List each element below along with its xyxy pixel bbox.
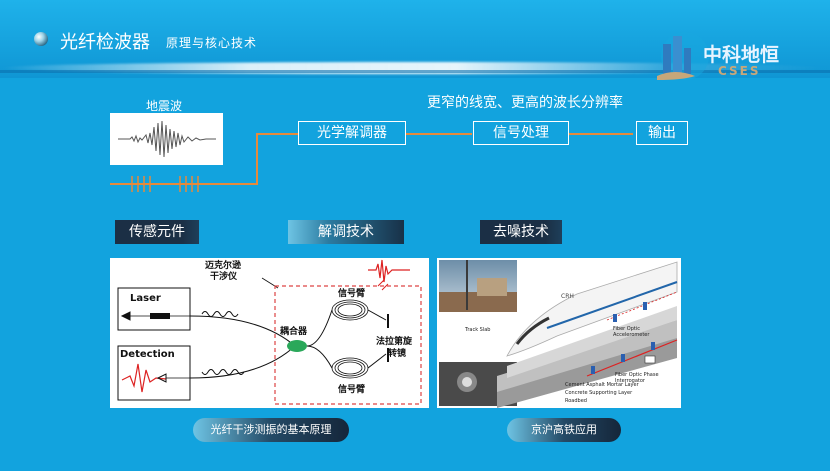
fiber-grating-marks	[131, 176, 199, 192]
signal-arm-bottom: 信号臂	[338, 383, 365, 395]
coupler-label: 耦合器	[280, 325, 308, 337]
top-note: 更窄的线宽、更高的波长分辨率	[427, 95, 623, 111]
section-demodulation: 解调技术	[288, 220, 404, 244]
laser-label: Laser	[130, 293, 161, 304]
step-optical-demodulator: 光学解调器	[298, 121, 406, 145]
caption-interference-principle: 光纤干涉测振的基本原理	[193, 418, 349, 442]
interferometer-diagram: 迈克尔逊 干涉仪 Laser Detection 耦合器	[110, 258, 429, 408]
page-subtitle: 原理与核心技术	[166, 36, 258, 50]
signal-arm-top: 信号臂	[338, 287, 365, 299]
header-divider	[0, 70, 830, 73]
logo-name: 中科地恒	[703, 44, 780, 66]
train-id: CRH	[561, 293, 574, 300]
layer-2: Concrete Supporting Layer	[565, 390, 633, 396]
fiber-line-bottom	[110, 183, 258, 185]
interferometer-label: 干涉仪	[210, 270, 238, 282]
seismic-wave-label: 地震波	[146, 99, 183, 113]
section-sensing: 传感元件	[115, 220, 199, 244]
fiber-acc-1: Fiber Optic	[613, 326, 640, 332]
fiber-line-to-demod	[256, 133, 298, 135]
michelson-label: 迈克尔逊	[205, 259, 241, 271]
fiber-acc-2: Accelerometer	[613, 332, 650, 338]
faraday-label-2: 转镜	[388, 347, 406, 359]
caption-railway-application: 京沪高铁应用	[507, 418, 621, 442]
step-signal-processing: 信号处理	[473, 121, 569, 145]
step-output: 输出	[636, 121, 688, 145]
layer-1: Cement Asphalt Mortar Layer	[565, 382, 640, 388]
company-logo-icon	[657, 32, 709, 80]
section-denoise: 去噪技术	[480, 220, 562, 244]
page-title: 光纤检波器	[60, 32, 150, 53]
layer-3: Roadbed	[565, 398, 587, 404]
title-bullet-icon	[34, 32, 48, 46]
track-slab-label: Track Slab	[464, 327, 490, 333]
fiber-int-2: Interrogator	[615, 378, 646, 384]
fiber-int-1: Fiber Optic Phase	[615, 372, 659, 378]
faraday-label-1: 法拉第旋	[376, 335, 413, 347]
logo-sub: CSES	[718, 64, 761, 78]
detection-label: Detection	[120, 349, 175, 360]
fiber-line-vertical	[256, 133, 258, 185]
seismic-waveform	[110, 113, 223, 165]
railway-application: CRH Track Slab Fiber Optic Accelerometer…	[437, 258, 681, 408]
fiber-line-mid1	[406, 133, 472, 135]
fiber-line-mid2	[569, 133, 633, 135]
